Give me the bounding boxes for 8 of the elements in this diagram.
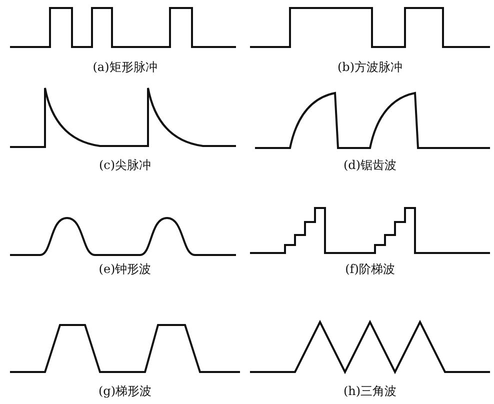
waveform-caption: (c)尖脉冲	[98, 158, 152, 172]
waveform-caption: (d)锯齿波	[343, 158, 397, 172]
waveform-caption: (g)梯形波	[98, 384, 152, 398]
waveform-caption: (h)三角波	[343, 384, 397, 398]
waveform-caption: (b)方波脉冲	[337, 60, 403, 74]
waveform-caption: (e)钟形波	[98, 262, 152, 276]
waveform-caption: (a)矩形脉冲	[92, 60, 158, 74]
waveform-caption: (f)阶梯波	[345, 262, 395, 276]
